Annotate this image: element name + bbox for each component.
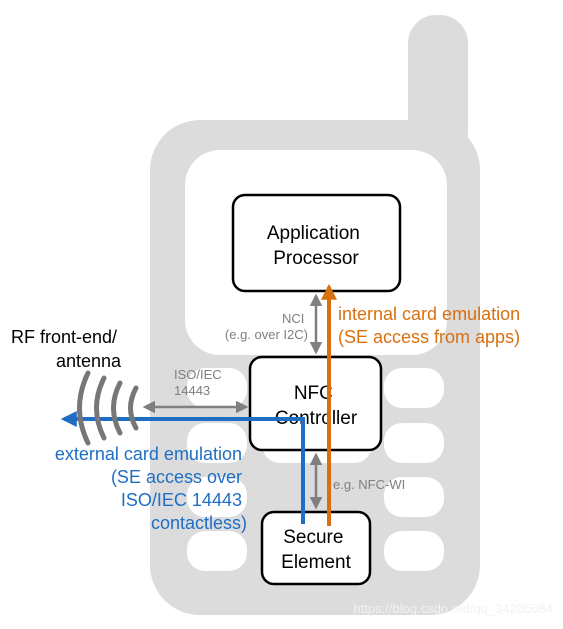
keypad-key [384, 477, 444, 517]
nfc-wi-label: e.g. NFC-WI [333, 477, 405, 492]
nci-label: NCI (e.g. over I2C) [225, 311, 308, 342]
keypad-key [384, 368, 444, 408]
iso-iec-label: ISO/IEC 14443 [174, 367, 225, 398]
keypad-key [384, 531, 444, 571]
app-processor-label: Application Processor [267, 223, 365, 269]
app-processor-box [231, 193, 402, 293]
watermark-text: https://blog.csdn.net/qq_34205684 [354, 601, 554, 616]
keypad-key [187, 477, 247, 517]
nfc-controller-label: NFC Controller [275, 383, 358, 429]
keypad-key [187, 531, 247, 571]
rf-antenna-label: RF front-end/ antenna [11, 327, 122, 371]
secure-element-label: Secure Element [281, 527, 351, 573]
external-ce-label: external card emulation (SE access over … [55, 444, 247, 533]
external-ce-path [60, 411, 305, 524]
antenna-waves-icon [77, 370, 139, 446]
keypad-key [187, 423, 247, 463]
internal-ce-label: internal card emulation (SE access from … [338, 304, 525, 347]
secure-element-box [260, 510, 372, 586]
nfc-controller-box [248, 355, 383, 452]
keypad-key [187, 368, 247, 408]
keypad-key [384, 423, 444, 463]
